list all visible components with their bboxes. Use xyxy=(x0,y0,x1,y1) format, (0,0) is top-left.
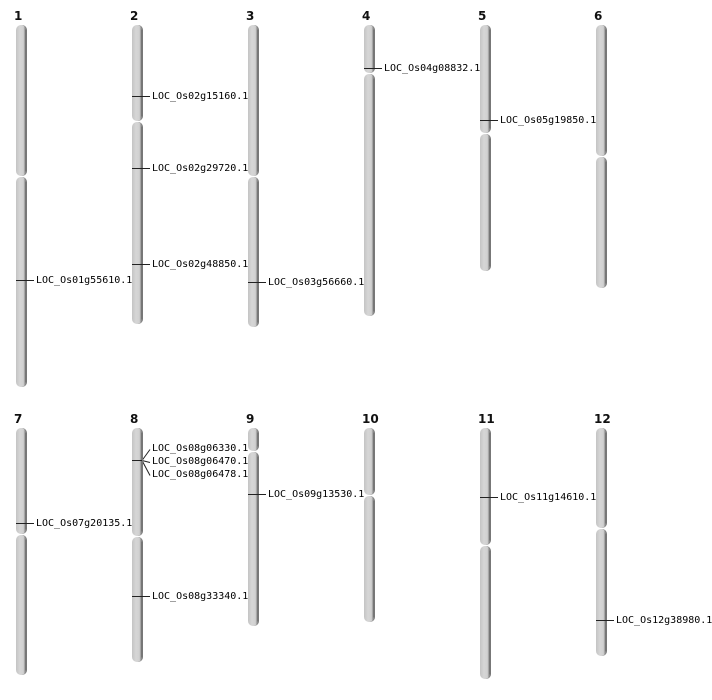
gene-marker xyxy=(132,264,150,265)
chromosome-short-arm xyxy=(248,428,258,451)
gene-marker xyxy=(132,596,150,597)
chromosome-number: 2 xyxy=(130,9,139,23)
gene-label: LOC_Os08g06478.1 xyxy=(152,469,249,480)
chromosome-number: 4 xyxy=(362,9,371,23)
chromosome-short-arm xyxy=(132,428,142,536)
chromosome-long-arm xyxy=(480,134,490,271)
gene-label: LOC_Os08g06470.1 xyxy=(152,456,249,467)
chromosome-short-arm xyxy=(364,25,374,73)
chromosome-short-arm xyxy=(596,25,606,156)
chromosome-short-arm xyxy=(132,25,142,121)
gene-label: LOC_Os09g13530.1 xyxy=(268,489,365,500)
gene-label: LOC_Os02g15160.1 xyxy=(152,91,249,102)
gene-label: LOC_Os11g14610.1 xyxy=(500,492,597,503)
chromosome-number: 12 xyxy=(594,412,611,426)
chromosome-long-arm xyxy=(480,546,490,679)
chromosome-short-arm xyxy=(16,25,26,176)
chromosome-number: 11 xyxy=(478,412,495,426)
chromosome-long-arm xyxy=(16,177,26,387)
gene-label: LOC_Os07g20135.1 xyxy=(36,518,133,529)
gene-label: LOC_Os05g19850.1 xyxy=(500,115,597,126)
gene-marker xyxy=(132,460,142,461)
chromosome-short-arm xyxy=(480,428,490,545)
chromosome-number: 6 xyxy=(594,9,603,23)
chromosome-long-arm xyxy=(248,452,258,626)
gene-connector xyxy=(141,460,151,476)
gene-label: LOC_Os08g06330.1 xyxy=(152,443,249,454)
chromosome-short-arm xyxy=(596,428,606,528)
chromosome-number: 1 xyxy=(14,9,23,23)
chromosome-short-arm xyxy=(248,25,258,176)
chromosome-long-arm xyxy=(596,529,606,656)
gene-marker xyxy=(132,168,150,169)
gene-label: LOC_Os12g38980.1 xyxy=(616,615,712,626)
chromosome-number: 7 xyxy=(14,412,23,426)
chromosome-long-arm xyxy=(132,122,142,324)
gene-marker xyxy=(480,120,498,121)
chromosome-number: 8 xyxy=(130,412,139,426)
chromosome-long-arm xyxy=(364,74,374,316)
gene-marker xyxy=(16,280,34,281)
chromosome-short-arm xyxy=(364,428,374,495)
chromosome-long-arm xyxy=(364,496,374,622)
gene-marker xyxy=(132,96,150,97)
gene-label: LOC_Os02g48850.1 xyxy=(152,259,249,270)
gene-label: LOC_Os04g08832.1 xyxy=(384,63,481,74)
gene-label: LOC_Os01g55610.1 xyxy=(36,275,133,286)
gene-connector xyxy=(141,460,151,463)
gene-marker xyxy=(596,620,614,621)
chromosome-number: 5 xyxy=(478,9,487,23)
gene-marker xyxy=(248,494,266,495)
gene-marker xyxy=(364,68,382,69)
chromosome-long-arm xyxy=(596,157,606,288)
chromosome-long-arm xyxy=(132,537,142,662)
chromosome-number: 3 xyxy=(246,9,255,23)
chromosome-short-arm xyxy=(16,428,26,534)
gene-marker xyxy=(16,523,34,524)
chromosome-short-arm xyxy=(480,25,490,133)
gene-label: LOC_Os02g29720.1 xyxy=(152,163,249,174)
chromosome-long-arm xyxy=(16,535,26,675)
gene-connector xyxy=(141,449,151,461)
chromosome-number: 10 xyxy=(362,412,379,426)
gene-marker xyxy=(480,497,498,498)
gene-marker xyxy=(248,282,266,283)
gene-label: LOC_Os08g33340.1 xyxy=(152,591,249,602)
chromosome-number: 9 xyxy=(246,412,255,426)
gene-label: LOC_Os03g56660.1 xyxy=(268,277,365,288)
chromosome-long-arm xyxy=(248,177,258,327)
